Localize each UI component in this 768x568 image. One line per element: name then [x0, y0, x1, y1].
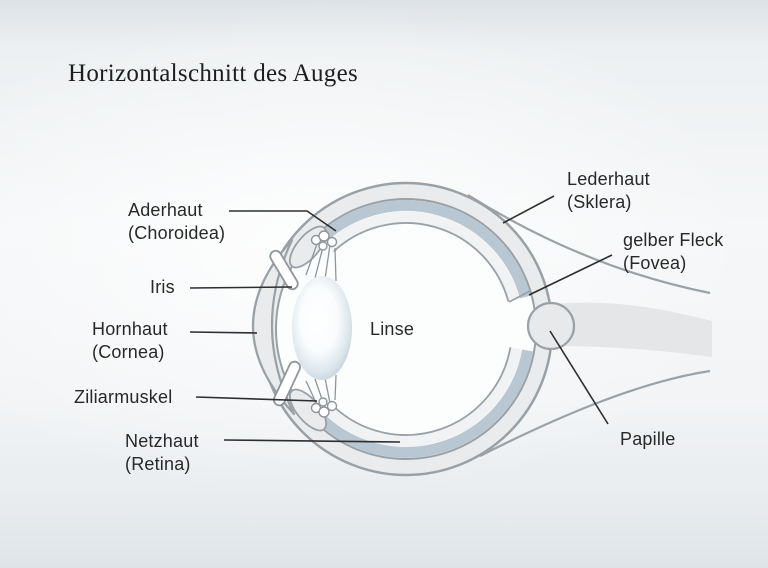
lens-shape [292, 276, 352, 380]
retina-band-upper [325, 211, 520, 302]
choroid-band-upper [318, 200, 531, 299]
label-gelber-fleck: gelber Fleck (Fovea) [623, 229, 723, 275]
fovea-notch [508, 290, 531, 303]
ciliary-muscle-lower [310, 397, 338, 418]
label-gelber-fleck-line2: (Fovea) [623, 253, 687, 273]
leader-hornhaut [189, 331, 258, 334]
leader-gelber-fleck [528, 254, 613, 296]
label-lederhaut-line1: Lederhaut [567, 169, 650, 189]
optic-nerve [552, 302, 712, 357]
leader-papille [549, 330, 609, 425]
orbital-curve-lower [479, 369, 711, 457]
label-netzhaut-line2: (Retina) [125, 454, 191, 474]
iris-upper [269, 249, 299, 291]
label-hornhaut-line2: (Cornea) [92, 342, 165, 362]
choroid-band-lower [318, 349, 534, 458]
label-ziliarmuskel-line1: Ziliarmuskel [74, 387, 173, 407]
label-iris-line1: Iris [150, 277, 175, 297]
iris-lower [272, 360, 302, 407]
label-linse: Linse [370, 318, 414, 341]
label-papille-line1: Papille [620, 429, 676, 449]
leader-netzhaut [223, 439, 401, 443]
page-title: Horizontalschnitt des Auges [68, 60, 358, 87]
label-papille: Papille [620, 428, 675, 451]
ciliary-muscle-upper [310, 230, 338, 251]
label-hornhaut: Hornhaut (Cornea) [92, 318, 168, 364]
label-aderhaut: Aderhaut (Choroidea) [128, 199, 225, 245]
label-hornhaut-line1: Hornhaut [92, 319, 168, 339]
retina-inner-line-lower [333, 347, 512, 436]
label-lederhaut: Lederhaut (Sklera) [567, 168, 650, 214]
label-lederhaut-line2: (Sklera) [567, 192, 632, 212]
label-aderhaut-line1: Aderhaut [128, 200, 203, 220]
leader-aderhaut [229, 210, 337, 232]
label-iris: Iris [150, 276, 175, 299]
orbital-curve-upper [467, 194, 711, 295]
label-netzhaut: Netzhaut (Retina) [125, 430, 199, 476]
label-linse-line1: Linse [370, 319, 415, 339]
retina-band-lower [325, 347, 522, 447]
label-aderhaut-line2: (Choroidea) [128, 223, 226, 243]
retina-inner-line-upper [333, 222, 510, 302]
cornea-shape [252, 238, 296, 416]
leader-iris [189, 286, 293, 289]
label-netzhaut-line1: Netzhaut [125, 431, 199, 451]
papilla-shape [526, 301, 576, 351]
label-ziliarmuskel: Ziliarmuskel [74, 386, 172, 409]
leader-lederhaut [502, 195, 555, 224]
label-gelber-fleck-line1: gelber Fleck [623, 230, 724, 250]
leader-lines [189, 195, 613, 443]
leader-ziliarmuskel [195, 396, 318, 402]
